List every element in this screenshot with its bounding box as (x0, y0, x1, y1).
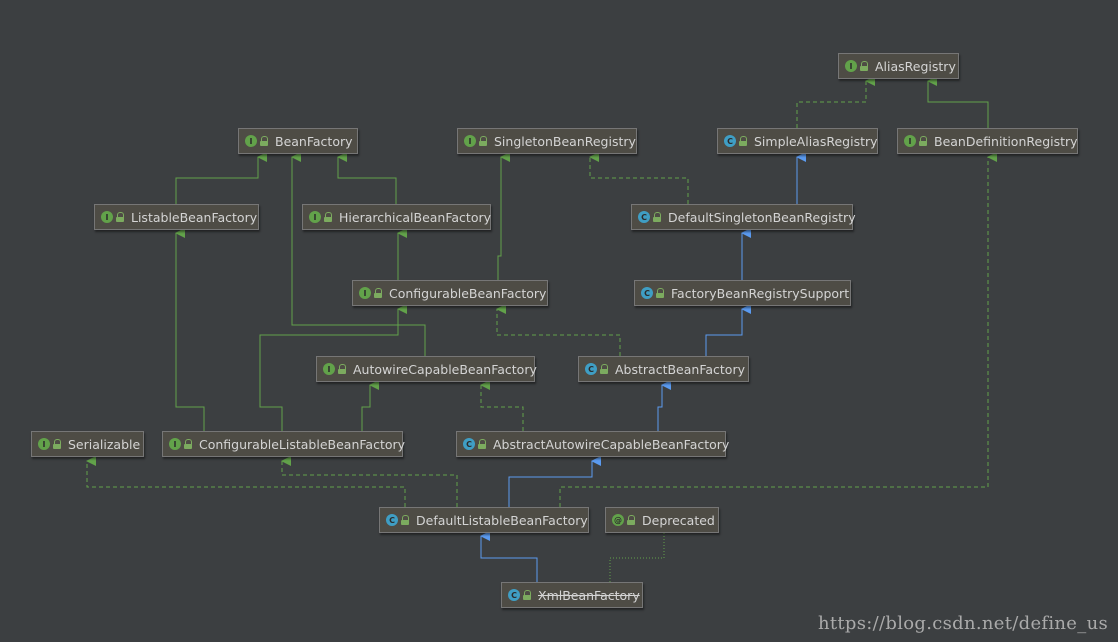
lock-icon (260, 136, 269, 146)
lock-icon (116, 212, 125, 222)
class-icon: C (641, 287, 653, 299)
edge-defaultlistable-to-cfglistable (281, 456, 458, 507)
node-singleton-bean-registry[interactable]: I SingletonBeanRegistry (457, 128, 637, 154)
lock-icon (324, 212, 333, 222)
lock-icon (401, 515, 410, 525)
node-label: Serializable (68, 436, 141, 452)
edge-configurable-to-singletonregistry (497, 152, 510, 280)
edge-xml-to-defaultlistable (480, 531, 538, 582)
interface-icon: I (323, 363, 335, 375)
lock-icon (478, 439, 487, 449)
watermark: https://blog.csdn.net/define_us (817, 613, 1108, 634)
edge-listable-to-beanfactory (175, 152, 267, 204)
node-label: AbstractAutowireCapableBeanFactory (493, 436, 730, 452)
node-default-singleton-bean-registry[interactable]: C DefaultSingletonBeanRegistry (631, 204, 856, 230)
node-label: FactoryBeanRegistrySupport (671, 285, 850, 301)
class-icon: C (386, 514, 398, 526)
node-label: DefaultListableBeanFactory (416, 512, 588, 528)
edge-defaultlistable-to-beandefregistry (559, 152, 997, 507)
edge-cfglistable-to-autowire (361, 380, 379, 431)
lock-icon (600, 364, 609, 374)
edge-autowire-to-beanfactory (291, 152, 426, 356)
interface-icon: I (359, 287, 371, 299)
interface-icon: I (169, 438, 181, 450)
node-label: ConfigurableListableBeanFactory (199, 436, 406, 452)
lock-icon (653, 212, 662, 222)
node-autowire-capable-bean-factory[interactable]: I AutowireCapableBeanFactory (316, 356, 537, 382)
lock-icon (523, 590, 532, 600)
edge-defaultsingleton-to-singletonregistry (589, 152, 689, 204)
lock-icon (860, 61, 869, 71)
interface-icon: I (245, 135, 257, 147)
edge-beandefregistry-to-aliasregistry (927, 76, 989, 128)
node-hierarchical-bean-factory[interactable]: I HierarchicalBeanFactory (302, 204, 491, 230)
node-label: ConfigurableBeanFactory (389, 285, 547, 301)
node-label: BeanDefinitionRegistry (934, 133, 1078, 149)
class-icon: C (585, 363, 597, 375)
class-icon: C (638, 211, 650, 223)
node-bean-definition-registry[interactable]: I BeanDefinitionRegistry (897, 128, 1078, 154)
lock-icon (374, 288, 383, 298)
edge-defaultlistable-to-abstractautowire (508, 456, 601, 507)
node-label: XmlBeanFactory (538, 587, 640, 603)
node-factory-bean-registry-support[interactable]: C FactoryBeanRegistrySupport (634, 280, 851, 306)
node-abstract-autowire-capable-bean-factory[interactable]: C AbstractAutowireCapableBeanFactory (456, 431, 730, 457)
node-alias-registry[interactable]: I AliasRegistry (838, 53, 959, 79)
node-abstract-bean-factory[interactable]: C AbstractBeanFactory (578, 356, 749, 382)
node-label: DefaultSingletonBeanRegistry (668, 209, 856, 225)
interface-icon: I (101, 211, 113, 223)
node-label: Deprecated (642, 512, 715, 528)
lock-icon (656, 288, 665, 298)
node-label: ListableBeanFactory (131, 209, 258, 225)
class-icon: C (508, 589, 520, 601)
lock-icon (627, 515, 636, 525)
node-label: BeanFactory (275, 133, 353, 149)
interface-icon: I (309, 211, 321, 223)
edge-abstractautowire-to-abstractbf (657, 380, 671, 431)
node-listable-bean-factory[interactable]: I ListableBeanFactory (94, 204, 259, 230)
node-deprecated[interactable]: @ Deprecated (605, 507, 719, 533)
edge-abstractbf-to-configurable (496, 304, 621, 356)
node-bean-factory[interactable]: I BeanFactory (238, 128, 358, 154)
interface-icon: I (38, 438, 50, 450)
lock-icon (479, 136, 488, 146)
class-icon: C (724, 135, 736, 147)
edge-xml-to-deprecated (609, 533, 665, 582)
node-label: SingletonBeanRegistry (494, 133, 636, 149)
lock-icon (919, 136, 928, 146)
class-icon: C (463, 438, 475, 450)
node-xml-bean-factory[interactable]: C XmlBeanFactory (501, 582, 643, 608)
edge-defaultlistable-to-serializable (86, 456, 406, 507)
lock-icon (53, 439, 62, 449)
node-label: AutowireCapableBeanFactory (353, 361, 537, 377)
annotation-icon: @ (612, 514, 624, 526)
node-configurable-bean-factory[interactable]: I ConfigurableBeanFactory (352, 280, 548, 306)
node-label: AbstractBeanFactory (615, 361, 745, 377)
edge-abstractautowire-to-autowire (480, 380, 524, 431)
node-configurable-listable-bean-factory[interactable]: I ConfigurableListableBeanFactory (162, 431, 406, 457)
interface-icon: I (904, 135, 916, 147)
interface-icon: I (845, 60, 857, 72)
node-simple-alias-registry[interactable]: C SimpleAliasRegistry (717, 128, 878, 154)
edge-simplealias-to-aliasregistry (796, 76, 875, 128)
node-label: AliasRegistry (875, 58, 956, 74)
lock-icon (184, 439, 193, 449)
edge-cfglistable-to-configurable (259, 304, 407, 431)
lock-icon (739, 136, 748, 146)
node-serializable[interactable]: I Serializable (31, 431, 144, 457)
node-label: SimpleAliasRegistry (754, 133, 878, 149)
node-label: HierarchicalBeanFactory (339, 209, 492, 225)
node-default-listable-bean-factory[interactable]: C DefaultListableBeanFactory (379, 507, 589, 533)
edge-cfglistable-to-listable (175, 228, 205, 431)
edge-hierarchical-to-beanfactory (337, 152, 397, 204)
lock-icon (338, 364, 347, 374)
edge-abstractbf-to-factorysupport (705, 304, 751, 356)
interface-icon: I (464, 135, 476, 147)
